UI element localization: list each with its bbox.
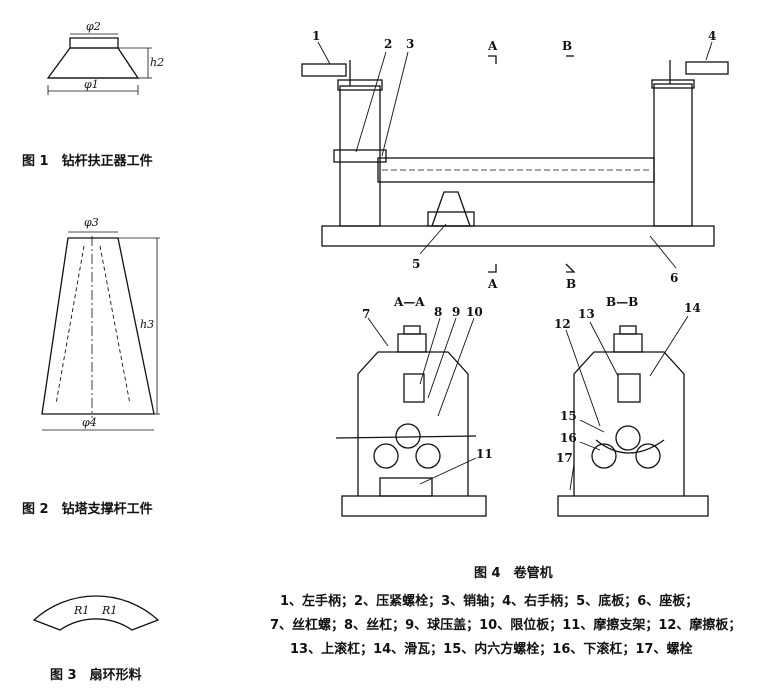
part-label-7: 7 bbox=[362, 307, 370, 321]
part-label-12: 12 bbox=[554, 317, 571, 331]
section-marker-b-bottom: B bbox=[566, 277, 576, 291]
fig4-leaders-front bbox=[317, 41, 713, 269]
section-aa-title: A—A bbox=[393, 295, 425, 309]
fig4-legend-line-3: 13、上滚杠；14、滑瓦；15、内六方螺栓；16、下滚杠；17、螺栓 bbox=[290, 642, 693, 657]
part-label-3: 3 bbox=[406, 37, 414, 51]
part-label-6: 6 bbox=[670, 271, 678, 285]
fig4-leaders-aa bbox=[367, 317, 477, 485]
fig1-dim-h2: h2 bbox=[150, 56, 164, 69]
part-label-10: 10 bbox=[466, 305, 483, 319]
section-marker-b-top: B bbox=[562, 39, 572, 53]
part-label-9: 9 bbox=[452, 305, 460, 319]
part-label-13: 13 bbox=[578, 307, 595, 321]
fig4-legend-line-1: 1、左手柄；2、压紧螺栓；3、销轴；4、右手柄；5、底板；6、座板； bbox=[280, 594, 699, 609]
part-label-4: 4 bbox=[708, 29, 716, 43]
part-label-17: 17 bbox=[556, 451, 573, 465]
fig2-dim-phi4: φ4 bbox=[82, 416, 97, 429]
section-bb-view bbox=[557, 325, 709, 517]
part-label-2: 2 bbox=[384, 37, 392, 51]
part-label-5: 5 bbox=[412, 257, 420, 271]
fig2-dim-h3: h3 bbox=[140, 318, 154, 331]
section-aa-view bbox=[335, 325, 487, 517]
section-bb-title: B—B bbox=[606, 295, 638, 309]
fig4-legend-line-2: 7、丝杠螺；8、丝杠；9、球压盖；10、限位板；11、摩擦支架；12、摩擦板； bbox=[270, 618, 742, 633]
part-label-16: 16 bbox=[560, 431, 577, 445]
fig4-section-marks bbox=[488, 55, 576, 273]
fig2-caption: 图 2 钻塔支撑杆工件 bbox=[22, 502, 153, 517]
fig2-drawing bbox=[41, 231, 160, 431]
fig2-dim-phi3: φ3 bbox=[84, 216, 99, 229]
section-marker-a-bottom: A bbox=[487, 277, 498, 291]
fig4-caption: 图 4 卷管机 bbox=[474, 566, 553, 581]
fig1-caption: 图 1 钻杆扶正器工件 bbox=[22, 154, 153, 169]
part-label-1: 1 bbox=[312, 29, 320, 43]
fig1-drawing bbox=[46, 33, 152, 95]
fig3-dim-r1-right: R1 bbox=[101, 604, 117, 617]
part-label-11: 11 bbox=[476, 447, 493, 461]
part-label-8: 8 bbox=[434, 305, 442, 319]
section-marker-a-top: A bbox=[487, 39, 498, 53]
part-label-15: 15 bbox=[560, 409, 577, 423]
fig3-dim-r1-left: R1 bbox=[73, 604, 89, 617]
fig3-drawing bbox=[32, 595, 160, 631]
fig1-dim-phi1: φ1 bbox=[84, 78, 99, 91]
part-label-14: 14 bbox=[684, 301, 701, 315]
fig4-leaders-bb bbox=[565, 315, 689, 491]
fig1-dim-phi2: φ2 bbox=[86, 20, 101, 33]
fig3-caption: 图 3 扇环形料 bbox=[50, 668, 142, 683]
fig4-front-view bbox=[301, 60, 729, 247]
